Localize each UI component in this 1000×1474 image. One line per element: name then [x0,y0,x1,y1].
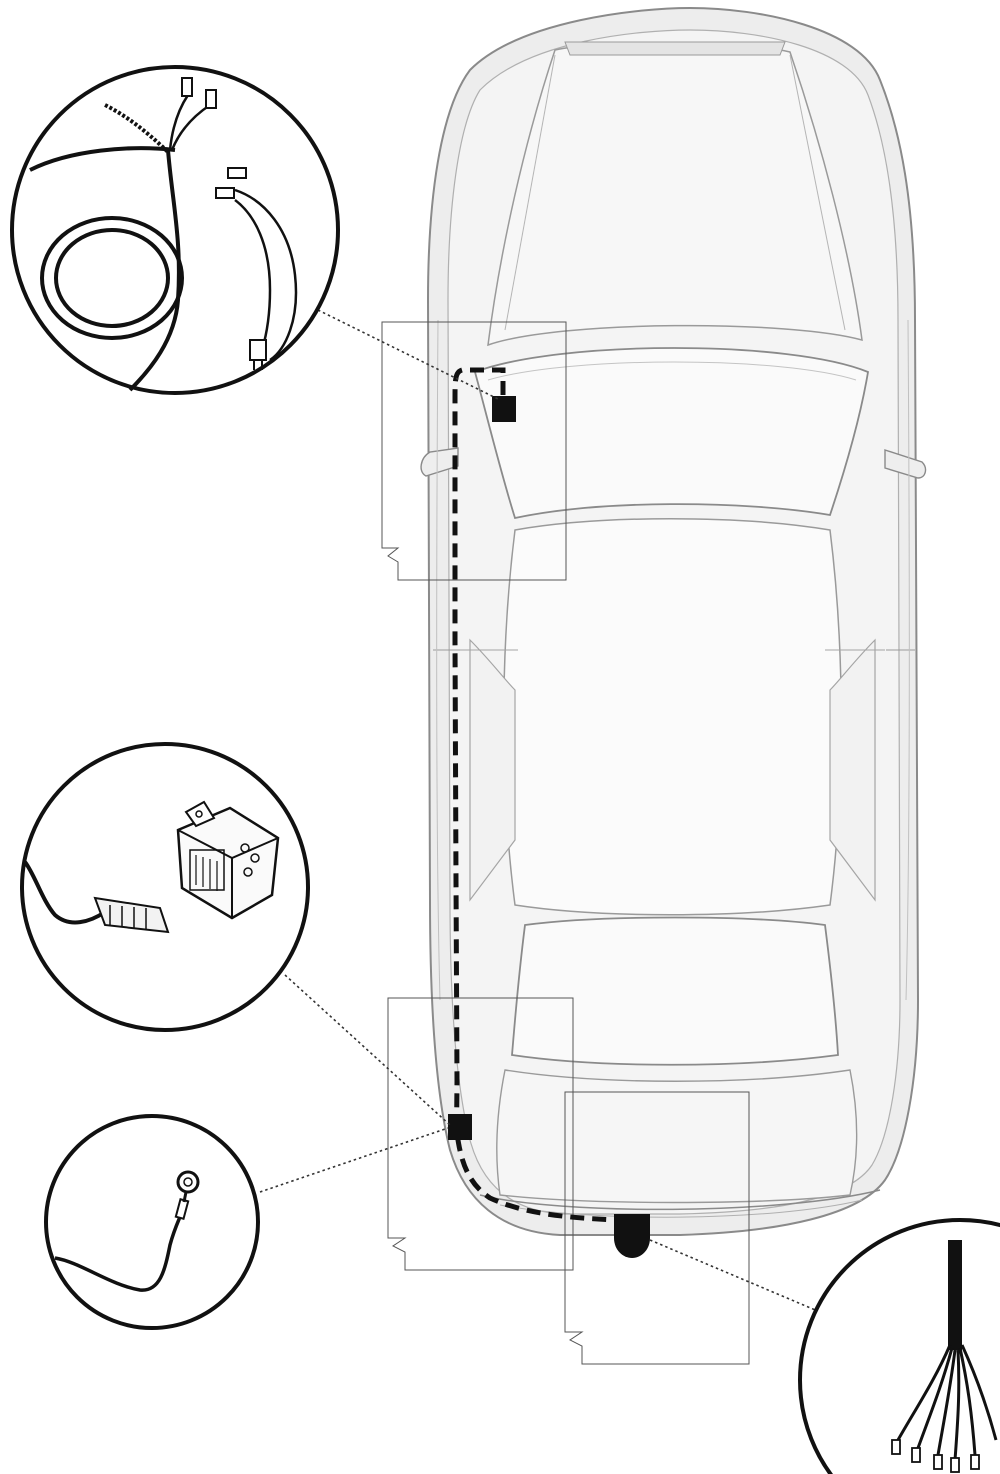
rear-center-detail-frame [564,1091,750,1365]
car-top-view [420,6,927,1236]
front-connector-block [492,396,516,422]
wire-connectors-icon [29,77,298,392]
ring-terminal-icon [54,1170,200,1292]
control-module-block [448,1114,472,1140]
front-detail-frame [381,321,567,581]
trailer-socket-block [614,1214,650,1258]
windshield [473,347,870,520]
right-mirror [884,449,927,479]
detail-frames [381,321,750,1365]
control-module-icon [23,800,280,934]
callout-ground-wire [44,1114,260,1330]
roof [503,518,842,916]
wiring-harness-route [448,367,650,1258]
callout-control-module [20,742,310,1032]
callout-front-harness [10,65,340,395]
rear-left-detail-frame [387,997,574,1271]
rear-window [511,916,839,1066]
callout-trailer-cable [798,1218,1000,1474]
callout-leaders [259,309,821,1313]
trunk [496,1069,858,1204]
cable-terminals-icon [891,1240,998,1473]
